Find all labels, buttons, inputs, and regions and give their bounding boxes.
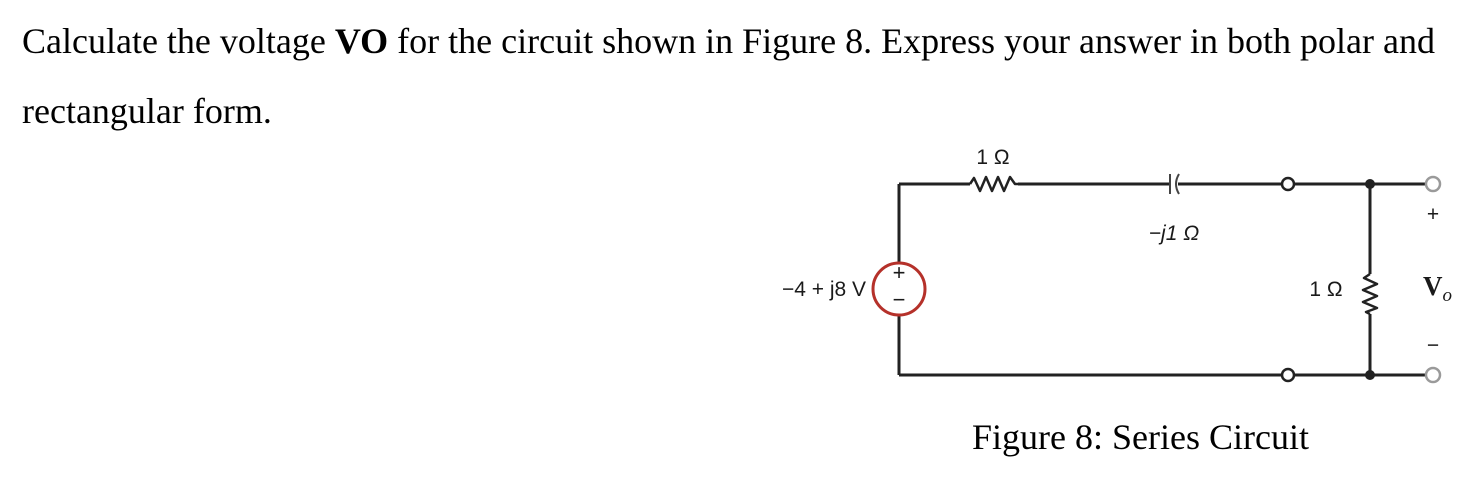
output-voltage-label: Vo [1423,271,1452,306]
capacitor-icon [1169,173,1180,195]
problem-statement: Calculate the voltage VO for the circuit… [22,6,1462,146]
output-voltage-main: V [1423,271,1443,301]
resistor-top-icon [968,175,1018,193]
circuit-wires [897,182,1427,377]
resistor-right-icon [1361,272,1379,316]
terminal-bottom-mid [1280,367,1296,383]
figure-caption: Figure 8: Series Circuit [972,417,1309,457]
output-terminal-top [1424,175,1442,193]
node-top-right [1365,179,1375,189]
terminal-top-mid [1280,176,1296,192]
output-voltage-sub: o [1443,285,1453,306]
source-label: −4 + j8 V [782,278,866,301]
voltage-source-icon [871,261,927,317]
source-plus-sign: + [893,260,906,285]
capacitor-label: −j1 Ω [1149,222,1199,245]
source-minus-sign: − [893,287,906,312]
resistor-top-label: 1 Ω [976,146,1009,169]
problem-text-2: for the circuit shown in Figure 8. Expre… [22,21,1435,131]
output-minus-sign: − [1427,334,1439,357]
vo-symbol: V [334,21,361,61]
resistor-right-label: 1 Ω [1309,278,1342,301]
output-plus-sign: + [1427,203,1439,226]
node-bottom-right [1365,370,1375,380]
problem-text-1: Calculate the voltage [22,21,335,61]
output-terminal-bottom [1424,366,1442,384]
vo-subscript: O [360,21,389,61]
